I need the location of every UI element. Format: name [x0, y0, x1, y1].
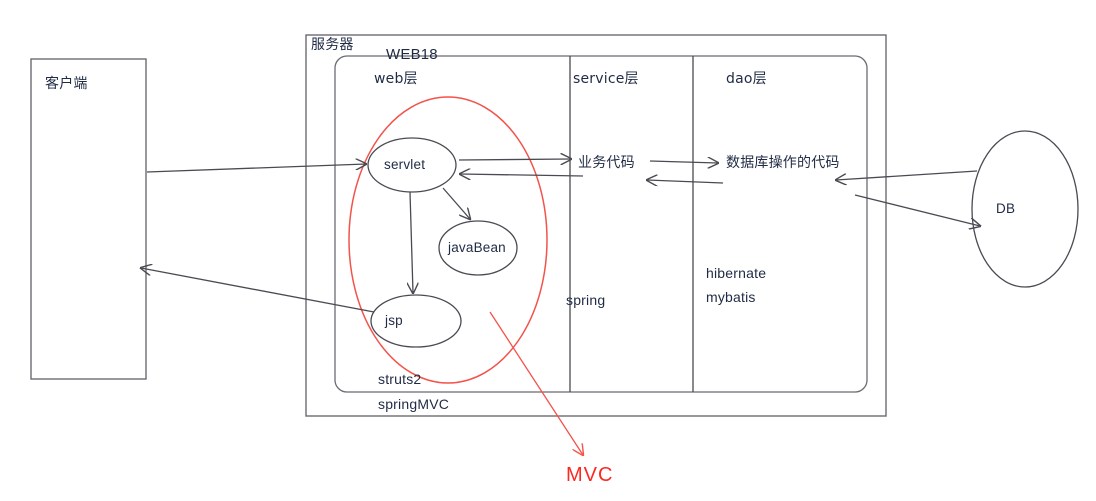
- web18-box: [334, 55, 868, 393]
- spring-framework-label: spring: [566, 292, 606, 308]
- arrow-servlet-to-jsp: [410, 191, 413, 293]
- server-label: 服务器: [311, 37, 354, 53]
- jsp-node-shape: [370, 294, 462, 348]
- arrow-jsp-to-client: [141, 268, 375, 313]
- javabean-node-shape: [438, 220, 518, 276]
- service-code-label: 业务代码: [578, 155, 635, 171]
- arrow-service-to-dao: [649, 161, 718, 163]
- servlet-node-label: servlet: [384, 157, 426, 172]
- client-label: 客户端: [45, 76, 88, 92]
- mybatis-framework-label: mybatis: [706, 289, 756, 305]
- dao-code-label: 数据库操作的代码: [726, 155, 840, 171]
- jsp-node-label: jsp: [385, 313, 403, 328]
- server-box: [305, 34, 887, 417]
- arrow-servlet-to-service: [458, 159, 571, 160]
- hibernate-framework-label: hibernate: [706, 265, 767, 281]
- service-layer-label: service层: [573, 71, 639, 87]
- struts2-framework-label: struts2: [378, 371, 422, 387]
- web18-label: WEB18: [386, 46, 438, 63]
- arrow-servlet-to-javabean: [442, 187, 470, 219]
- mvc-highlight-circle: [348, 96, 548, 384]
- arrow-dao-to-db: [854, 194, 980, 226]
- arrow-client-to-servlet: [146, 164, 366, 173]
- dao-layer-label: dao层: [726, 71, 767, 87]
- web-layer-label: web层: [374, 71, 418, 87]
- springmvc-framework-label: springMVC: [378, 396, 450, 412]
- arrow-db-to-dao: [836, 170, 978, 180]
- mvc-annotation-arrow: [489, 311, 583, 455]
- arrow-service-to-servlet: [460, 174, 584, 176]
- javabean-node-label: javaBean: [448, 240, 506, 255]
- mvc-annotation-label: MVC: [566, 464, 614, 486]
- arrow-dao-to-service: [647, 180, 724, 183]
- client-box: [30, 58, 147, 380]
- db-node-label: DB: [996, 201, 1016, 216]
- servlet-node-shape: [367, 137, 457, 193]
- db-node-shape: [971, 130, 1079, 288]
